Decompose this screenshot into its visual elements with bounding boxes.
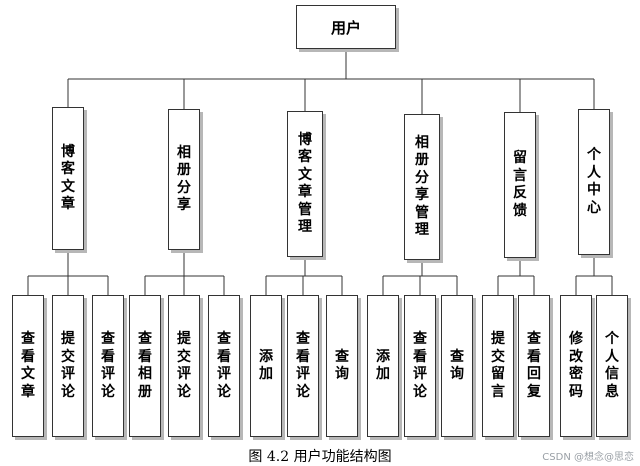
child-node-label: 查看评论 <box>217 331 231 400</box>
child-node: 添加 <box>250 295 282 437</box>
module-node-label: 相册分享管理 <box>415 134 429 239</box>
child-node-label: 个人信息 <box>605 331 619 400</box>
child-node-label: 修改密码 <box>569 331 583 400</box>
child-node-label: 查询 <box>335 348 349 383</box>
module-node-label: 相册分享 <box>177 144 191 214</box>
child-node: 提交评论 <box>168 295 200 437</box>
child-node-label: 查看评论 <box>101 331 115 400</box>
module-node: 博客文章管理 <box>287 111 323 257</box>
module-node-label: 博客文章 <box>61 143 75 213</box>
child-node: 修改密码 <box>560 295 592 437</box>
child-node-label: 提交评论 <box>177 331 191 400</box>
child-node-label: 查看回复 <box>527 331 541 400</box>
module-node: 相册分享 <box>168 109 200 250</box>
root-node: 用户 <box>296 5 396 49</box>
child-node-label: 添加 <box>376 348 390 383</box>
module-node-label: 博客文章管理 <box>298 131 312 236</box>
child-node: 查看回复 <box>518 295 550 437</box>
module-node: 博客文章 <box>52 107 84 250</box>
child-node: 查询 <box>326 295 358 437</box>
child-node: 提交评论 <box>52 295 84 437</box>
child-node: 查询 <box>441 295 473 437</box>
module-node-label: 留言反馈 <box>513 150 527 219</box>
child-node: 查看评论 <box>92 295 124 437</box>
figure-caption: 图 4.2 用户功能结构图 <box>248 449 392 465</box>
child-node: 查看评论 <box>208 295 240 437</box>
child-node: 查看相册 <box>129 295 161 437</box>
child-node-label: 添加 <box>259 348 273 383</box>
child-node-label: 查看评论 <box>413 331 427 400</box>
child-node-label: 提交留言 <box>491 331 505 400</box>
child-node: 查看文章 <box>12 295 44 437</box>
child-node: 个人信息 <box>596 295 628 437</box>
child-node: 添加 <box>367 295 399 437</box>
root-label: 用户 <box>330 18 361 37</box>
child-node-label: 提交评论 <box>61 331 75 400</box>
child-node-label: 查询 <box>450 348 464 383</box>
module-node-label: 个人中心 <box>587 147 601 216</box>
watermark: CSDN @想念@思恋 <box>542 452 634 463</box>
module-node: 留言反馈 <box>504 112 536 258</box>
child-node: 查看评论 <box>287 295 319 437</box>
child-node: 查看评论 <box>404 295 436 437</box>
child-node-label: 查看评论 <box>296 331 310 400</box>
child-node-label: 查看文章 <box>21 331 35 400</box>
module-node: 相册分享管理 <box>404 114 440 260</box>
module-node: 个人中心 <box>578 109 610 255</box>
child-node: 提交留言 <box>482 295 514 437</box>
child-node-label: 查看相册 <box>138 331 152 400</box>
